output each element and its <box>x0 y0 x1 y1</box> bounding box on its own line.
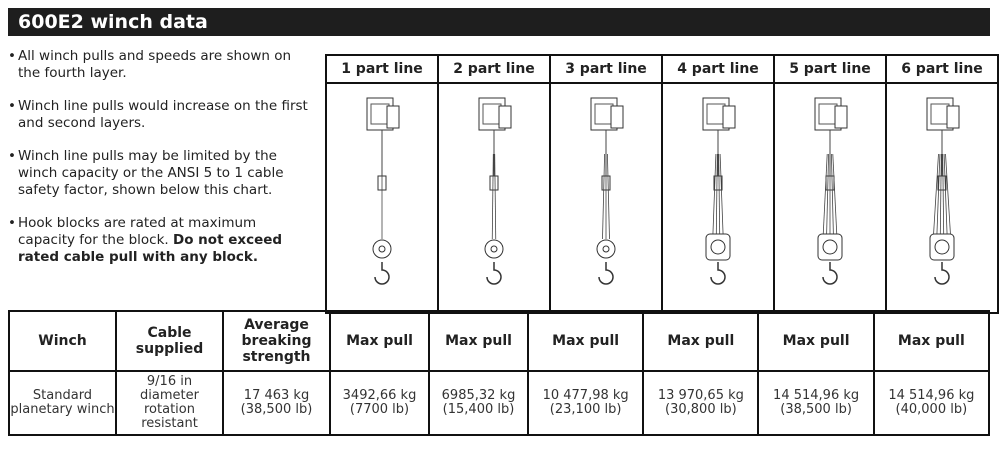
cell-strength: 17 463 kg(38,500 lb) <box>222 370 331 436</box>
winch-hook-block-icon <box>926 97 960 285</box>
winch-hook-block-icon <box>478 97 512 285</box>
cell-winch: Standard planetary winch <box>8 370 117 436</box>
max-pull-lb: (30,800 lb) <box>665 402 737 417</box>
max-pull-lb: (7700 lb) <box>349 402 410 417</box>
note-text: Hook blocks are rated at maximum capacit… <box>18 215 257 248</box>
part-line-header: 2 part line <box>437 54 551 84</box>
strength-kg: 17 463 kg <box>243 388 310 403</box>
header-max-pull: Max pull <box>872 310 991 372</box>
max-pull-kg: 6985,32 kg <box>441 388 516 403</box>
note: Winch line pulls may be limited by the w… <box>8 148 308 199</box>
strength-lb: (38,500 lb) <box>240 402 313 417</box>
cell-cable: 9/16 in diameter rotation resistant <box>115 370 224 436</box>
header-max-pull: Max pull <box>329 310 430 372</box>
winch-hook-block-icon <box>590 97 624 285</box>
cell-max-pull: 10 477,98 kg(23,100 lb) <box>526 370 645 436</box>
rigging-illustration <box>549 82 663 314</box>
part-line-header: 5 part line <box>773 54 887 84</box>
header-max-pull: Max pull <box>428 310 529 372</box>
note: All winch pulls and speeds are shown on … <box>8 48 308 82</box>
rigging-illustration <box>885 82 999 314</box>
note-warning: Do not exceed rated cable pull with any … <box>18 232 283 265</box>
page-title: 600E2 winch data <box>8 8 990 36</box>
cell-max-pull: 6985,32 kg(15,400 lb) <box>428 370 529 436</box>
cell-max-pull: 13 970,65 kg(30,800 lb) <box>642 370 760 436</box>
note: Hook blocks are rated at maximum capacit… <box>8 215 308 266</box>
part-line-header: 6 part line <box>885 54 999 84</box>
winch-data-table: Winch Cable supplied Average breaking st… <box>8 310 991 436</box>
header-max-pull: Max pull <box>526 310 645 372</box>
max-pull-kg: 3492,66 kg <box>342 388 417 403</box>
header-cable: Cable supplied <box>115 310 224 372</box>
part-line-header: 1 part line <box>325 54 439 84</box>
rigging-illustration <box>437 82 551 314</box>
max-pull-kg: 14 514,96 kg <box>773 388 860 403</box>
notes-list: All winch pulls and speeds are shown on … <box>8 48 308 282</box>
note: Winch line pulls would increase on the f… <box>8 98 308 132</box>
rigging-illustration <box>325 82 439 314</box>
max-pull-lb: (15,400 lb) <box>442 402 515 417</box>
note-text: Winch line pulls may be limited by the w… <box>18 148 284 198</box>
max-pull-kg: 10 477,98 kg <box>542 388 629 403</box>
max-pull-kg: 13 970,65 kg <box>657 388 744 403</box>
note-text: All winch pulls and speeds are shown on … <box>18 48 292 81</box>
part-line-header: 4 part line <box>661 54 775 84</box>
note-text: Winch line pulls would increase on the f… <box>18 98 308 131</box>
header-max-pull: Max pull <box>757 310 875 372</box>
part-line-header: 3 part line <box>549 54 663 84</box>
cell-max-pull: 14 514,96 kg(40,000 lb) <box>872 370 991 436</box>
max-pull-kg: 14 514,96 kg <box>888 388 975 403</box>
winch-hook-block-icon <box>702 97 736 285</box>
max-pull-lb: (38,500 lb) <box>780 402 852 417</box>
cell-max-pull: 3492,66 kg(7700 lb) <box>329 370 430 436</box>
cell-max-pull: 14 514,96 kg(38,500 lb) <box>757 370 875 436</box>
header-winch: Winch <box>8 310 117 372</box>
rigging-illustration <box>773 82 887 314</box>
max-pull-lb: (23,100 lb) <box>549 402 622 417</box>
winch-hook-block-icon <box>366 97 400 285</box>
header-max-pull: Max pull <box>642 310 760 372</box>
header-strength: Average breaking strength <box>222 310 331 372</box>
rigging-illustration <box>661 82 775 314</box>
max-pull-lb: (40,000 lb) <box>895 402 968 417</box>
winch-hook-block-icon <box>814 97 848 285</box>
